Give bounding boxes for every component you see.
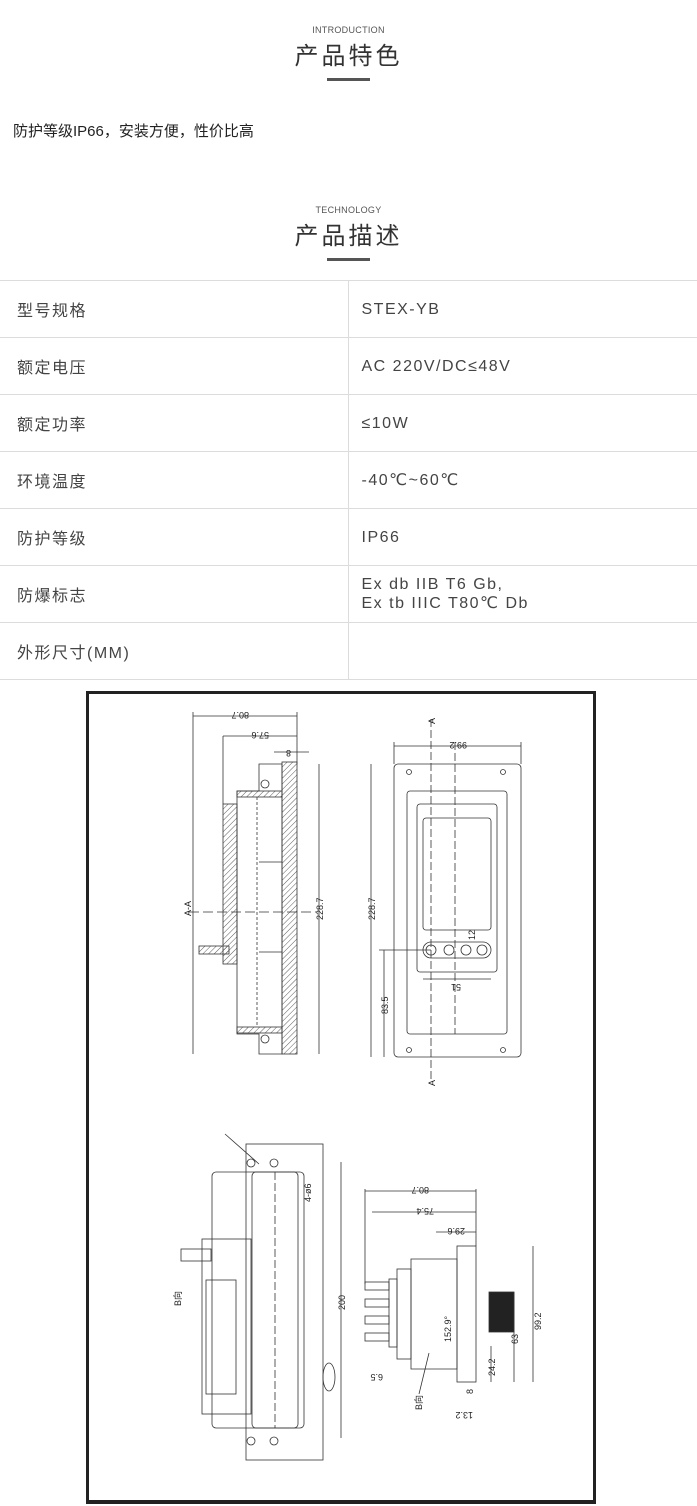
section-label: A-A: [183, 901, 193, 916]
technical-drawing-svg: 80.7 57.6 8 A-A 228.7 99.2 228.7 A A 12 …: [172, 710, 543, 1461]
table-row: 环境温度-40℃~60℃: [0, 451, 697, 509]
top-view: 80.7 75.4 29.6 152.9° 99.2 63 24.2 6.5 8…: [364, 1185, 543, 1420]
table-row: 防爆标志 Ex db IIB T6 Gb, Ex tb IIIC T80℃ Db: [0, 565, 697, 623]
view-label: B向: [172, 1291, 183, 1306]
dim-label: 80.7: [411, 1185, 429, 1195]
dim-label: 13.2: [455, 1410, 473, 1420]
cut-label: A: [427, 718, 437, 724]
spec-label: 额定电压: [0, 337, 349, 395]
tech-header: TECHNOLOGY 产品描述: [0, 205, 697, 261]
spec-label: 型号规格: [0, 280, 349, 338]
spec-value: [348, 622, 697, 680]
dim-label: 6.5: [370, 1372, 383, 1382]
spec-label: 环境温度: [0, 451, 349, 509]
intro-title: 产品特色: [294, 43, 403, 70]
section-view: 80.7 57.6 8 A-A 228.7: [183, 710, 325, 1055]
dim-label: 63: [510, 1334, 520, 1344]
dim-label: 228.7: [367, 897, 377, 920]
title-underline: [327, 78, 370, 81]
dim-label: 99.2: [449, 740, 467, 750]
spec-value: -40℃~60℃: [348, 451, 697, 509]
dim-label: 4-ø6: [303, 1183, 313, 1202]
spec-value: STEX-YB: [348, 280, 697, 338]
dim-label: 29.6: [447, 1226, 465, 1236]
dim-label: 8: [465, 1389, 475, 1394]
dim-label: 75.4: [416, 1206, 434, 1216]
spec-value: IP66: [348, 508, 697, 566]
dim-label: 228.7: [315, 897, 325, 920]
cut-label: A: [427, 1080, 437, 1086]
angle-label: 152.9°: [443, 1315, 453, 1342]
dim-label: 200: [337, 1295, 347, 1310]
dim-label: 80.7: [231, 710, 249, 720]
tech-title: 产品描述: [294, 223, 403, 250]
spec-value-line2: Ex tb IIIC T80℃ Db: [361, 595, 529, 612]
tech-subtitle: TECHNOLOGY: [315, 205, 382, 215]
spec-label: 外形尺寸(MM): [0, 622, 349, 680]
dim-label: 24.2: [487, 1358, 497, 1376]
spec-value: ≤10W: [348, 394, 697, 452]
intro-header: INTRODUCTION 产品特色: [0, 25, 697, 81]
dim-label: 99.2: [533, 1312, 543, 1330]
spec-label: 防爆标志: [0, 565, 349, 623]
title-underline: [327, 258, 370, 261]
dim-label: 51: [451, 982, 461, 992]
spec-value: AC 220V/DC≤48V: [348, 337, 697, 395]
intro-text: 防护等级IP66，安装方便，性价比高: [13, 123, 254, 140]
dimension-drawing: 80.7 57.6 8 A-A 228.7 99.2 228.7 A A 12 …: [86, 691, 596, 1504]
table-row: 外形尺寸(MM): [0, 622, 697, 680]
spec-label: 防护等级: [0, 508, 349, 566]
side-view: 4-ø6 200 B向: [172, 1133, 347, 1461]
intro-subtitle: INTRODUCTION: [312, 25, 385, 35]
front-view: 99.2 228.7 A A 12 51 83.5: [367, 718, 522, 1086]
dim-label: 83.5: [380, 996, 390, 1014]
dim-label: 12: [467, 930, 477, 940]
spec-value: Ex db IIB T6 Gb, Ex tb IIIC T80℃ Db: [348, 565, 697, 623]
spec-value-line1: Ex db IIB T6 Gb,: [361, 576, 504, 593]
dim-label: 57.6: [251, 730, 269, 740]
view-label: B向: [413, 1395, 424, 1410]
dim-label: 8: [286, 748, 291, 758]
spec-label: 额定功率: [0, 394, 349, 452]
table-row: 额定功率≤10W: [0, 394, 697, 452]
